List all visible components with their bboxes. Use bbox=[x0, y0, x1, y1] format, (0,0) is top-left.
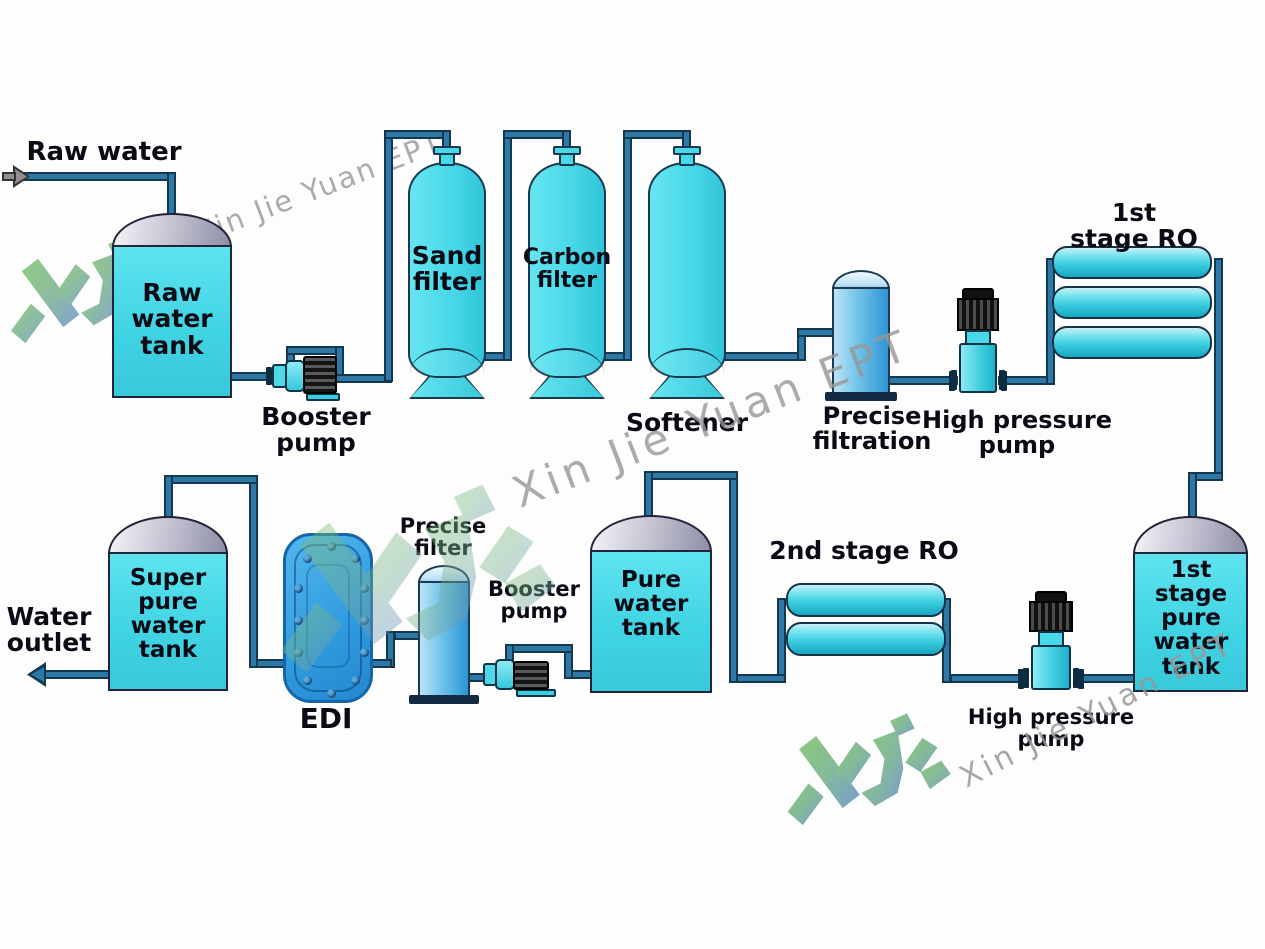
pipe-ro2-left-manifold bbox=[777, 598, 786, 683]
precise-filter-base bbox=[409, 695, 479, 704]
edi-bolt bbox=[360, 616, 369, 625]
pipe-softener-out bbox=[722, 352, 806, 361]
edi-bolt bbox=[360, 584, 369, 593]
softener-vessel bbox=[648, 162, 726, 378]
carbon-filter-label: Carbon filter bbox=[522, 245, 612, 294]
pipe-raw-water-inlet bbox=[22, 172, 172, 181]
pipe-water-outlet bbox=[42, 670, 110, 679]
pipe-riser-tank3 bbox=[729, 471, 738, 683]
edi-bolt bbox=[303, 554, 312, 563]
pipe-tank4-out bbox=[1080, 674, 1136, 683]
edi-bolt bbox=[327, 689, 336, 698]
raw-water-label: Raw water bbox=[26, 137, 182, 167]
precise-filtration-label: Precise filtration bbox=[812, 402, 932, 456]
pipe-riser-softener bbox=[623, 130, 632, 361]
pipe-top-sand bbox=[384, 130, 450, 139]
ro1-membrane-3 bbox=[1052, 326, 1212, 359]
booster-pump1-motor bbox=[303, 356, 337, 394]
edi-bolt bbox=[327, 542, 336, 551]
pure-water-tank bbox=[590, 550, 712, 693]
sand-filter-vessel bbox=[408, 162, 486, 378]
high-pressure-pump1-label: High pressure pump bbox=[922, 406, 1112, 460]
pipe-precise-filtration-out bbox=[888, 376, 958, 385]
ro2-membrane-2 bbox=[786, 622, 946, 656]
edi-bolt bbox=[360, 648, 369, 657]
pipe-bridge-tank3 bbox=[644, 471, 738, 480]
pure-water-tank-label: Pure water tank bbox=[613, 567, 689, 642]
pipe-top-carbon bbox=[503, 130, 570, 139]
edi-bolt bbox=[303, 676, 312, 685]
pipe-riser-sand bbox=[384, 130, 393, 382]
ro2-membrane-1 bbox=[786, 583, 946, 617]
booster-pump1-base bbox=[306, 393, 340, 401]
second-stage-ro-label: 2nd stage RO bbox=[769, 536, 959, 565]
raw-water-tank-dome bbox=[112, 213, 232, 247]
super-pure-water-tank-dome bbox=[108, 516, 228, 554]
first-stage-pure-water-tank-label: 1st stage pure water tank bbox=[1153, 557, 1229, 680]
high-pressure-pump2-body bbox=[1031, 645, 1071, 690]
sand-filter-label: Sand filter bbox=[411, 241, 483, 297]
high-pressure-pump2-label: High pressure pump bbox=[967, 705, 1135, 752]
booster-pump2-label: Booster pump bbox=[488, 577, 580, 624]
pipe-riser-carbon bbox=[503, 130, 512, 361]
pure-water-tank-dome bbox=[590, 515, 712, 552]
softener-cap-neck bbox=[679, 153, 695, 166]
softener-label: Softener bbox=[625, 408, 749, 437]
pipe-ro1-right-manifold bbox=[1214, 258, 1223, 481]
first-stage-pure-water-tank-dome bbox=[1133, 516, 1248, 554]
raw-water-tank-label: Raw water tank bbox=[131, 278, 213, 360]
first-stage-pure-water-tank bbox=[1133, 552, 1248, 692]
edi-bolt bbox=[294, 616, 303, 625]
pipe-ro1-left-manifold bbox=[1046, 258, 1055, 385]
flange bbox=[1023, 668, 1029, 688]
booster-pump2-base bbox=[516, 689, 556, 697]
carbon-filter-cap-neck bbox=[559, 153, 575, 166]
booster-pump1-label: Booster pump bbox=[261, 402, 371, 458]
flange bbox=[1073, 668, 1079, 688]
edi-label: EDI bbox=[299, 702, 353, 735]
edi-bolt bbox=[294, 584, 303, 593]
ro1-membrane-2 bbox=[1052, 286, 1212, 319]
high-pressure-pump2-motor bbox=[1029, 601, 1073, 632]
booster-pump2-head bbox=[495, 659, 515, 690]
precise-filtration-base bbox=[825, 392, 897, 401]
precise-filter-label: Precise filter bbox=[399, 514, 487, 561]
flange bbox=[999, 370, 1005, 390]
edi-bolt bbox=[351, 554, 360, 563]
pipe-precise-filtration-in bbox=[797, 328, 837, 337]
carbon-filter-vessel bbox=[528, 162, 606, 378]
edi-bolt bbox=[294, 648, 303, 657]
edi-core bbox=[306, 564, 350, 668]
pipe-bp2-bridge bbox=[505, 644, 573, 653]
booster-pump1-head bbox=[285, 360, 305, 392]
pipe-hp2-out bbox=[950, 674, 1024, 683]
edi-module bbox=[283, 533, 373, 703]
flange bbox=[951, 370, 957, 390]
flange bbox=[1018, 669, 1024, 689]
pipe-top-softener bbox=[623, 130, 690, 139]
precise-filtration-vessel bbox=[832, 287, 890, 394]
raw-water-arrow-shaft bbox=[2, 172, 16, 181]
pipe-bridge-tank2 bbox=[164, 475, 258, 484]
pipe-tank4-in bbox=[1188, 472, 1197, 522]
high-pressure-pump1-motor bbox=[957, 298, 999, 331]
water-outlet-label: Water outlet bbox=[6, 602, 92, 658]
super-pure-water-tank bbox=[108, 552, 228, 691]
sand-filter-cap-neck bbox=[439, 153, 455, 166]
ro1-membrane-1 bbox=[1052, 246, 1212, 279]
precise-filter-vessel bbox=[418, 581, 470, 698]
flange bbox=[1078, 669, 1084, 689]
xjy-logo-watermark-bottom-right bbox=[787, 713, 951, 826]
high-pressure-pump1-body bbox=[959, 343, 997, 393]
pipe-riser-tank2 bbox=[249, 475, 258, 668]
super-pure-water-tank-label: Super pure water tank bbox=[129, 565, 207, 664]
booster-pump2-motor bbox=[513, 661, 549, 690]
first-stage-ro-label: 1st stage RO bbox=[1070, 198, 1198, 254]
booster-pump1-tip bbox=[266, 367, 272, 385]
edi-bolt bbox=[351, 676, 360, 685]
